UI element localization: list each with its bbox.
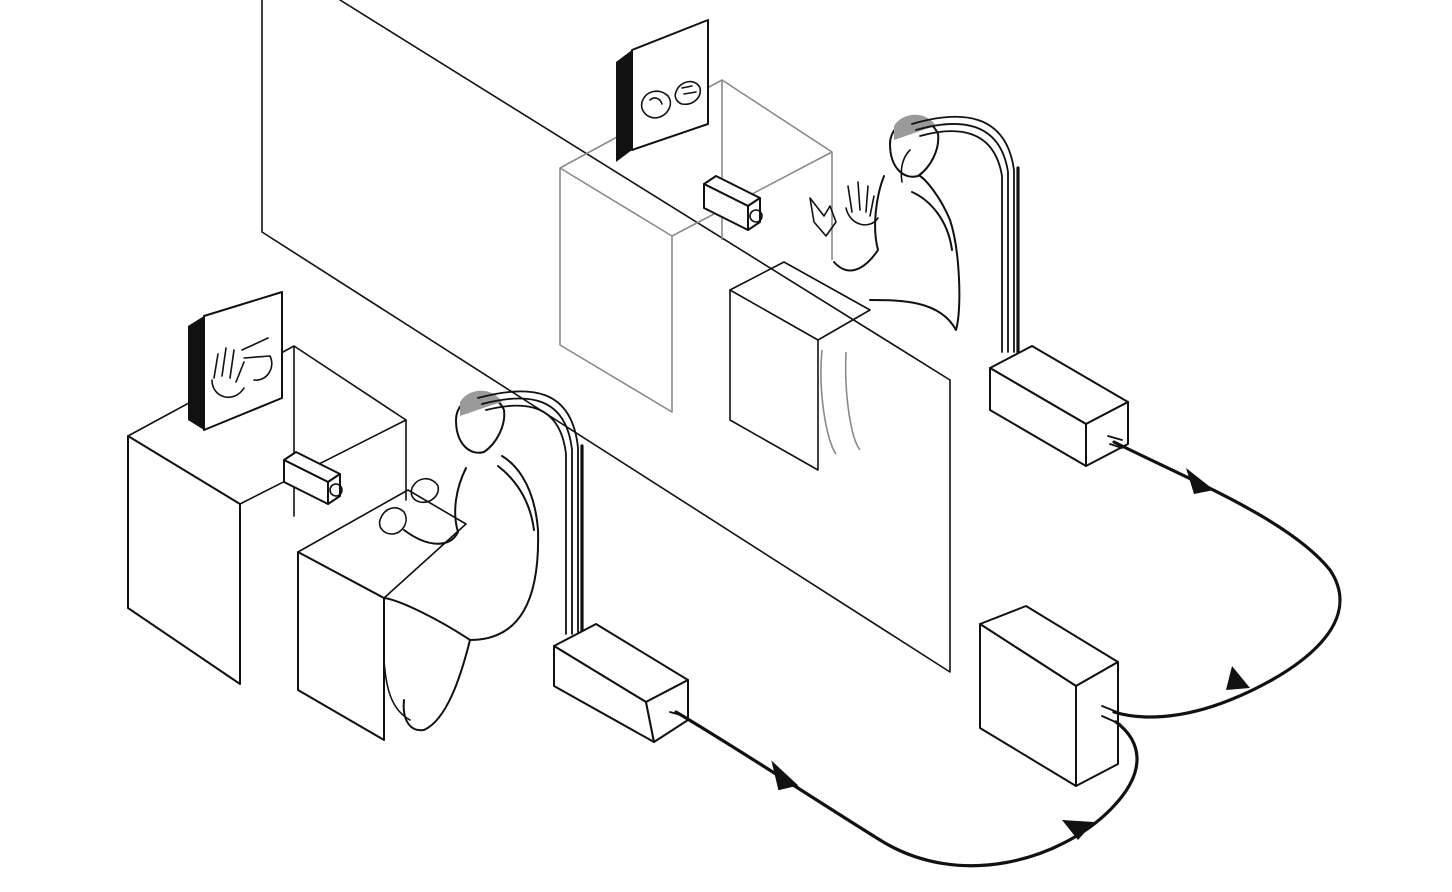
- hand-sign-image: [640, 80, 702, 119]
- near-hands: [378, 477, 440, 535]
- near-amplifier-box-icon: [553, 623, 689, 743]
- far-hands: [809, 181, 879, 237]
- near-amp-to-computer-cable: [674, 710, 1139, 868]
- near-eeg-cap-icon: [454, 390, 506, 454]
- near-participant: [378, 390, 584, 732]
- arrow-icon: [771, 760, 799, 791]
- far-station: [559, 19, 1129, 471]
- far-amplifier-box-icon: [989, 345, 1129, 467]
- arrow-icon: [1062, 820, 1094, 840]
- near-station: [127, 291, 689, 743]
- arrow-icon: [1226, 666, 1250, 690]
- partition-wall: [261, 0, 951, 673]
- computer-box-icon: [979, 605, 1123, 787]
- far-camera: [703, 175, 763, 231]
- far-chair: [729, 261, 871, 471]
- far-amp-to-computer-cable: [1112, 440, 1342, 719]
- near-camera: [283, 451, 343, 505]
- far-participant: [809, 114, 1020, 455]
- far-desk: [559, 79, 833, 413]
- far-eeg-cap-icon: [888, 114, 940, 183]
- near-chair: [297, 489, 467, 741]
- signal-connections: [674, 440, 1342, 868]
- near-monitor: [188, 291, 283, 431]
- near-desk: [127, 345, 407, 685]
- hand-sign-image: [211, 337, 273, 399]
- arrow-icon: [1186, 468, 1214, 494]
- far-monitor: [616, 19, 709, 162]
